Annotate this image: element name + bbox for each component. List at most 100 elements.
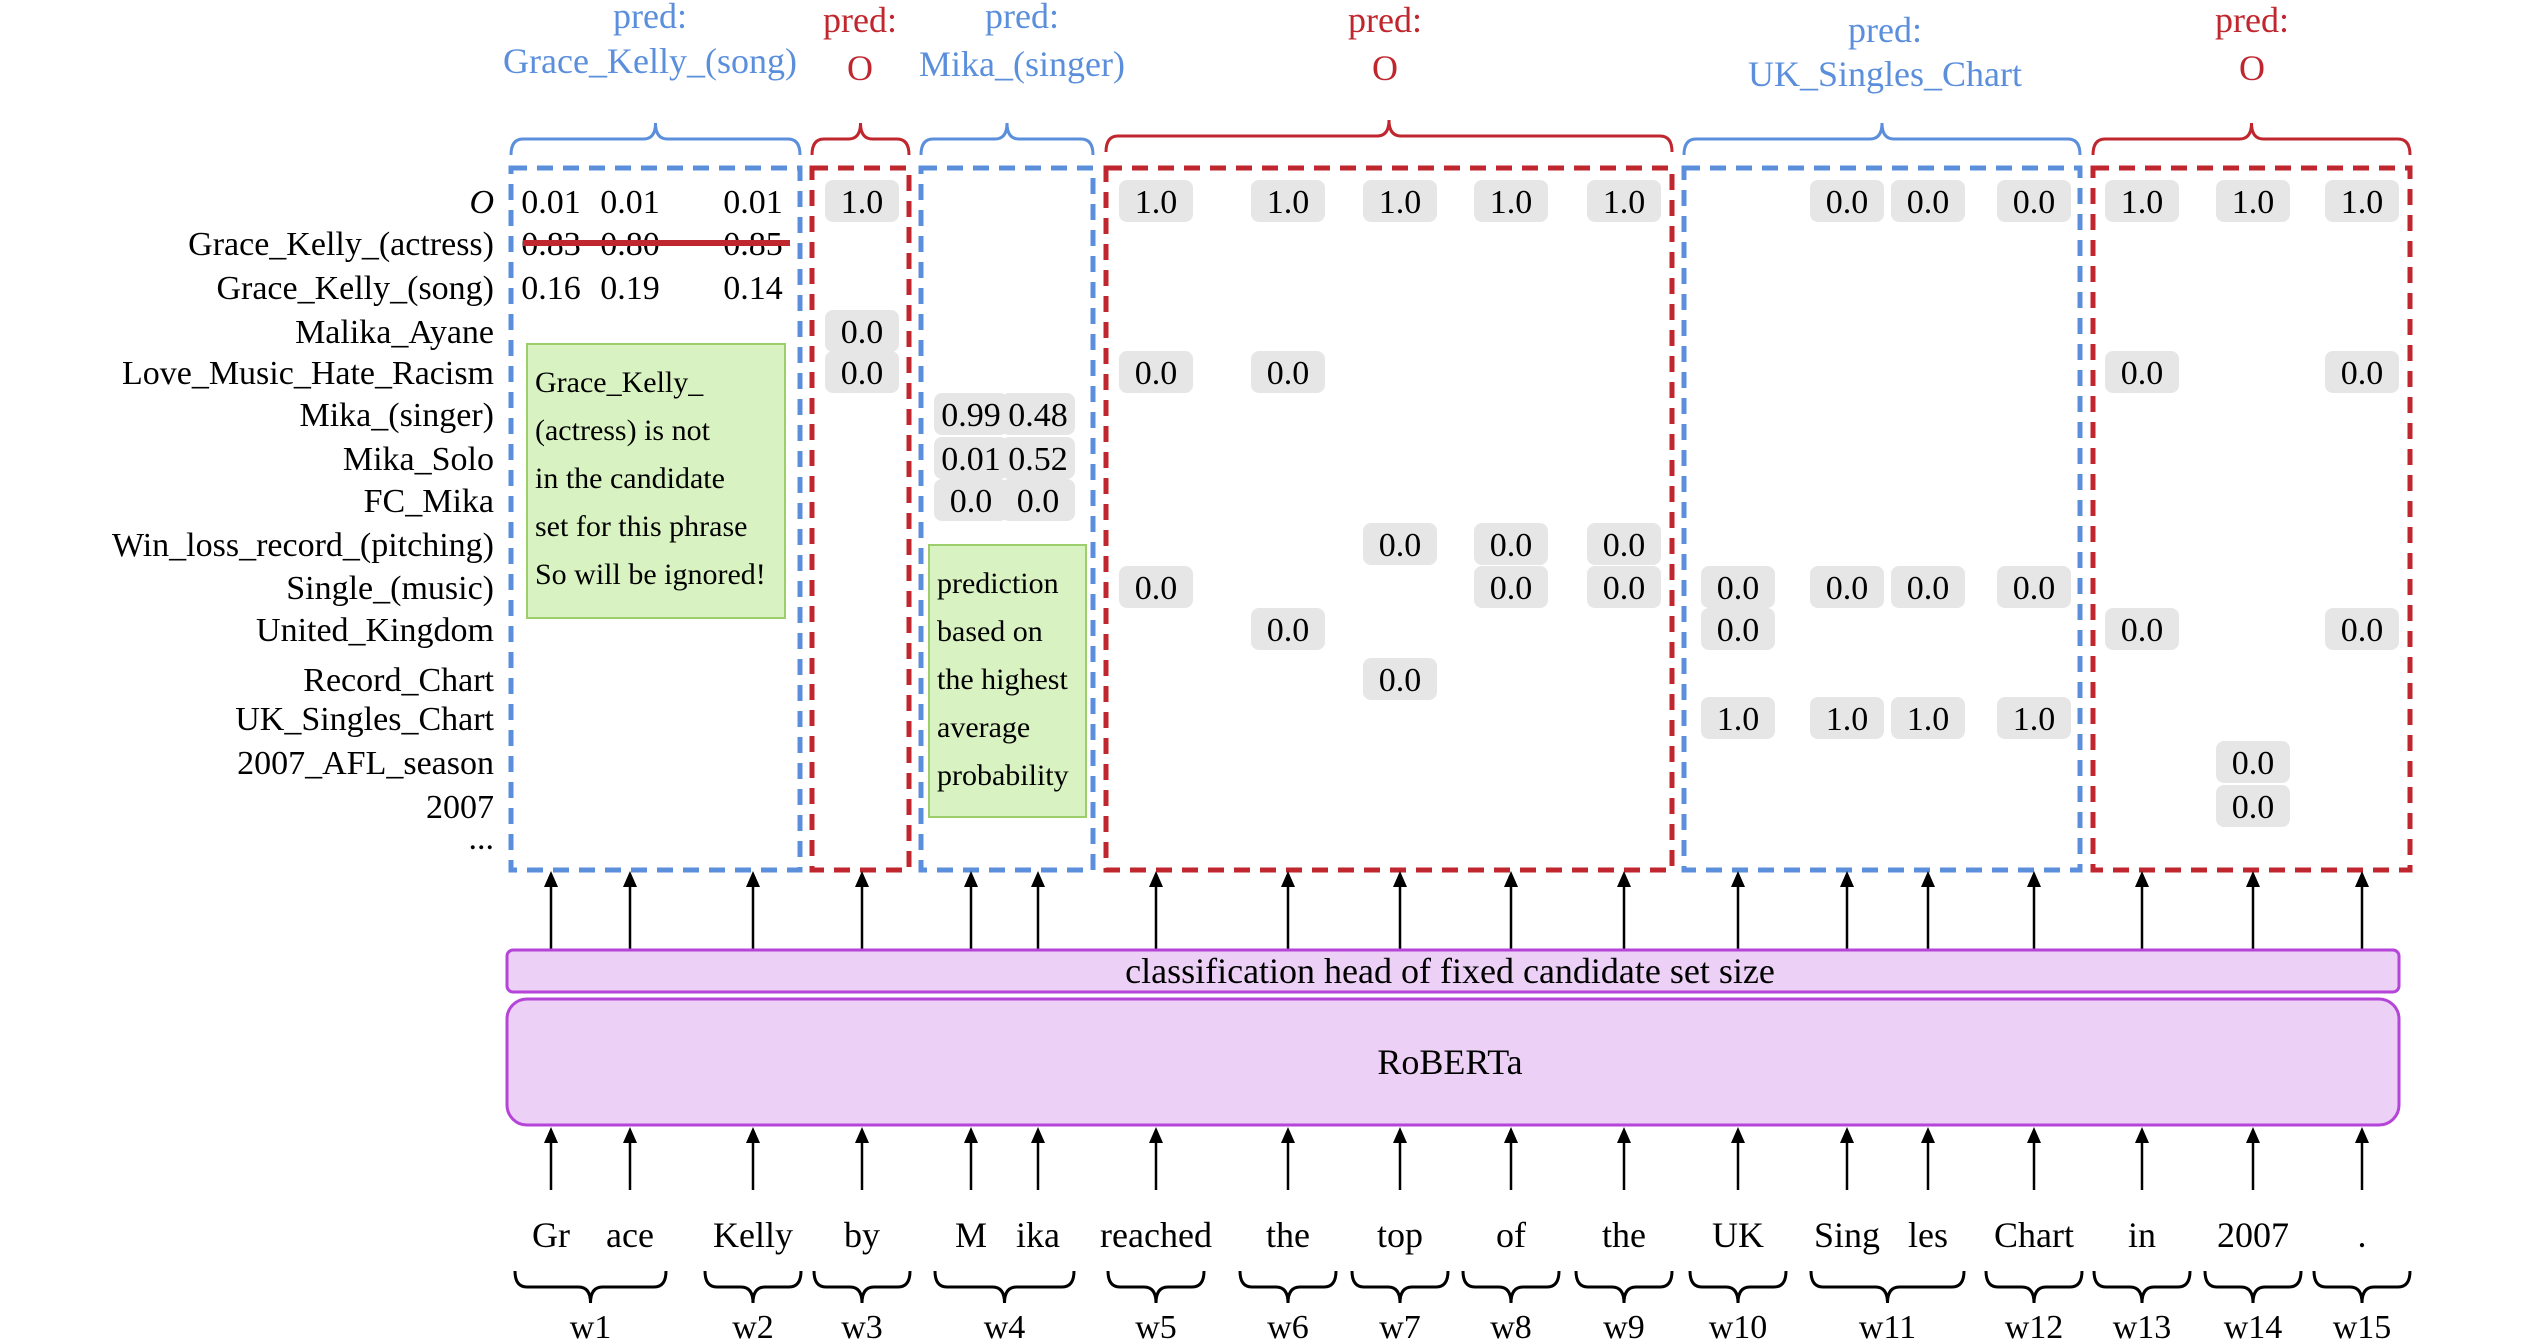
note-line: set for this phrase: [535, 510, 747, 543]
roberta-label: RoBERTa: [1377, 1042, 1522, 1082]
token: the: [1266, 1215, 1310, 1255]
candidate-label: FC_Mika: [364, 483, 494, 520]
probability-box: [1810, 697, 1884, 739]
probability-box: [1001, 393, 1075, 435]
probability-value: 0.0: [1135, 355, 1178, 392]
candidate-label: Love_Music_Hate_Racism: [122, 355, 494, 392]
probability-box: [1474, 566, 1548, 608]
pred-label: pred:: [2215, 0, 2289, 40]
arrow-head: [746, 871, 760, 887]
probability-value: 0.0: [1379, 662, 1422, 699]
probability-value: 0.0: [1907, 184, 1950, 221]
probability-value: 0.0: [1017, 483, 1060, 520]
probability-box: [1119, 351, 1193, 393]
word-brace: [703, 1270, 803, 1304]
arrow-head: [1840, 871, 1854, 887]
word-label: w12: [2005, 1309, 2064, 1344]
pred-label: pred:: [613, 0, 687, 36]
word-brace: [2312, 1270, 2412, 1304]
note-box: [526, 343, 786, 619]
candidate-label: 2007: [426, 789, 494, 826]
probability-box: [1810, 180, 1884, 222]
probability-value: 0.0: [1826, 570, 1869, 607]
prediction-groups: pred:Grace_Kelly_(song)pred:Opred:Mika_(…: [503, 0, 2413, 873]
probability-value: 0.0: [1267, 355, 1310, 392]
group-brace: [1682, 122, 2082, 156]
word-label: w5: [1135, 1309, 1177, 1344]
arrow-head: [1281, 871, 1295, 887]
word-brace: [1350, 1270, 1450, 1304]
note-line: in the candidate: [535, 462, 725, 495]
arrow-head: [1840, 1127, 1854, 1143]
probability-value: 1.0: [1907, 701, 1950, 738]
note-line: Grace_Kelly_: [535, 366, 704, 399]
probability-box: [2216, 741, 2290, 783]
annotation-notes: Grace_Kelly_ (actress) is not in the candi…: [526, 343, 1087, 818]
arrow-head: [623, 1127, 637, 1143]
arrow-head: [1031, 871, 1045, 887]
pred-value: UK_Singles_Chart: [1748, 54, 2022, 94]
arrow-head: [623, 871, 637, 887]
probability-box: [1587, 180, 1661, 222]
arrow-head: [1921, 1127, 1935, 1143]
probability-value: 0.0: [1826, 184, 1869, 221]
arrow-head: [1149, 1127, 1163, 1143]
word-brace: [1238, 1270, 1338, 1304]
word-brace: [812, 1270, 912, 1304]
probability-value: 0.0: [2341, 612, 2384, 649]
probability-box: [1587, 523, 1661, 565]
token: Chart: [1994, 1215, 2074, 1255]
probability-box: [934, 437, 1008, 479]
token: top: [1377, 1215, 1423, 1255]
probability-value: 0.0: [841, 355, 884, 392]
note-line: (actress) is not: [535, 414, 711, 447]
probability-value: 0.0: [1490, 570, 1533, 607]
group-box: [1681, 165, 2083, 873]
pred-label: pred:: [985, 0, 1059, 36]
probability-value: 0.01: [600, 184, 660, 221]
probability-box: [2216, 180, 2290, 222]
probability-box: [1251, 180, 1325, 222]
arrow-head: [1921, 871, 1935, 887]
pred-value: Grace_Kelly_(song): [503, 41, 797, 81]
probability-value: 1.0: [841, 184, 884, 221]
probability-value: 0.0: [1267, 612, 1310, 649]
word-brace: [1688, 1270, 1788, 1304]
probability-box: [2216, 785, 2290, 827]
word-brace: [1106, 1270, 1206, 1304]
arrow-head: [855, 1127, 869, 1143]
probability-value: 1.0: [1826, 701, 1869, 738]
candidate-label: Grace_Kelly_(song): [216, 270, 494, 307]
word-label: w3: [841, 1309, 883, 1344]
probability-value: 0.0: [1717, 570, 1760, 607]
probability-value: 0.0: [2232, 789, 2275, 826]
arrow-head: [746, 1127, 760, 1143]
pred-value: O: [1372, 48, 1398, 88]
token: of: [1496, 1215, 1526, 1255]
word-brace: [933, 1270, 1076, 1304]
pred-label: pred:: [1348, 0, 1422, 40]
probability-value: 0.0: [1379, 527, 1422, 564]
word-label: w10: [1709, 1309, 1768, 1344]
arrow-head: [1031, 1127, 1045, 1143]
token: ace: [606, 1215, 654, 1255]
probability-value: 0.48: [1008, 397, 1068, 434]
roberta-box: [505, 997, 2401, 1127]
group-brace: [2091, 122, 2412, 156]
probability-value: 1.0: [2013, 701, 2056, 738]
probability-value: 0.01: [521, 184, 581, 221]
token: in: [2128, 1215, 2156, 1255]
probability-value: 0.01: [723, 184, 783, 221]
token: les: [1908, 1215, 1948, 1255]
candidate-labels: OGrace_Kelly_(actress)Grace_Kelly_(song)…: [112, 184, 495, 857]
probability-value: 0.0: [1490, 527, 1533, 564]
token: M: [955, 1215, 987, 1255]
probability-value: 0.0: [1135, 570, 1178, 607]
probability-box: [2325, 351, 2399, 393]
arrow-head: [2135, 871, 2149, 887]
note-line: the highest: [937, 663, 1068, 696]
candidate-label: UK_Singles_Chart: [235, 701, 494, 738]
probability-value: 1.0: [1135, 184, 1178, 221]
candidate-label: 2007_AFL_season: [237, 745, 494, 782]
